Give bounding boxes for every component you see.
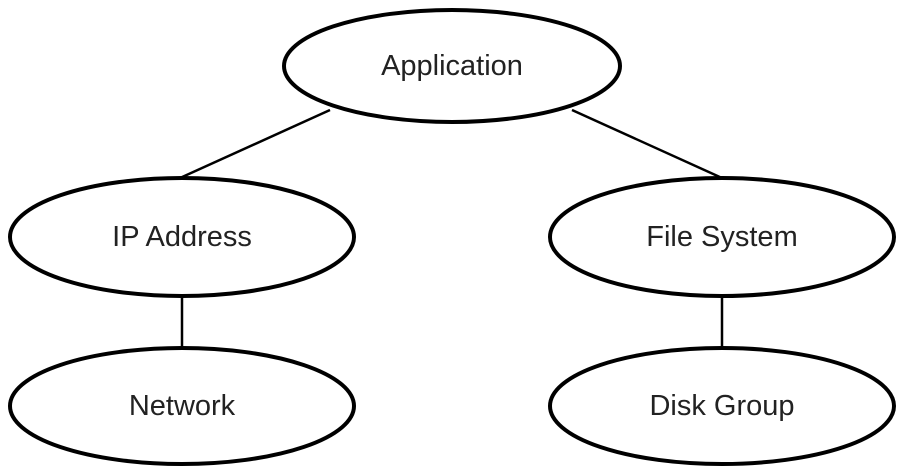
node-ip-address: IP Address — [8, 176, 356, 298]
edge-application-ip-address — [179, 108, 331, 180]
node-network-shape — [8, 346, 356, 466]
node-network: Network — [8, 346, 356, 466]
node-ip-address-label: IP Address — [112, 221, 252, 253]
node-file-system-shape — [548, 176, 896, 298]
node-ip-address-shape — [8, 176, 356, 298]
node-application-shape — [282, 8, 622, 124]
node-application-label: Application — [381, 50, 523, 82]
edge-application-file-system — [571, 108, 723, 180]
node-disk-group-shape — [548, 346, 896, 466]
node-application: Application — [282, 8, 622, 124]
node-file-system-label: File System — [646, 221, 797, 253]
node-disk-group-label: Disk Group — [649, 390, 794, 422]
node-disk-group: Disk Group — [548, 346, 896, 466]
node-file-system: File System — [548, 176, 896, 298]
node-network-label: Network — [129, 390, 236, 422]
